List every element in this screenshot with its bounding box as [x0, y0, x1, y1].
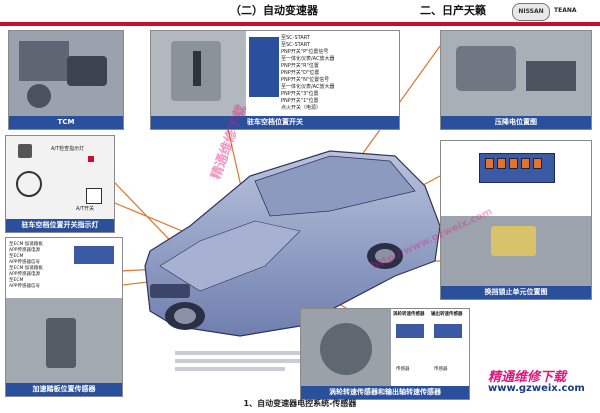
legend-item: 至ECM — [9, 278, 24, 283]
legend-item: 至ECM — [9, 254, 24, 259]
connector-pin — [497, 158, 506, 169]
tcm-engine-photo — [9, 31, 123, 118]
accel-sensor-panel: 至ECM 加速踏板 APP传感器电源 至ECM APP传感器信号 至ECM 加速… — [5, 237, 123, 397]
watermark-cn: 精通维修下载 — [488, 370, 567, 385]
lockup-unit-photo — [441, 216, 591, 288]
figure-caption: 1、自动变速器电控系统-传感器 — [243, 399, 357, 408]
wire-label: 点火开关（电源） — [281, 105, 322, 111]
right-title: 二、日产天籁 — [420, 4, 486, 17]
turbine-connector — [396, 324, 424, 338]
accel-connector — [74, 246, 114, 264]
nissan-logo-icon: NISSAN — [512, 3, 550, 21]
header-bar — [0, 0, 600, 22]
switch-wire-list: 至SC-START 至SC-START PNP开关"P"位置信号 至一体化仪表/… — [281, 35, 335, 112]
transmission-photo — [301, 309, 391, 388]
indicator-lamp-panel: A/T检查指示灯 A/T开关 驻车空档位置开关指示灯 — [5, 135, 115, 233]
indicator-lamp-label: 驻车空档位置开关指示灯 — [6, 219, 114, 232]
park-switch-panel: 至SC-START 至SC-START PNP开关"P"位置信号 至一体化仪表/… — [150, 30, 400, 130]
connector-pin — [521, 158, 530, 169]
sensor-sub-label: 传感器 — [396, 367, 410, 372]
vehicle-diagram — [69, 45, 441, 371]
wire-label: PNP开关"N"位置信号 — [281, 77, 330, 83]
connector-pin — [533, 158, 542, 169]
floor-stripes — [175, 351, 355, 371]
shifter-photo — [151, 31, 246, 118]
legend-item: APP传感器信号 — [9, 284, 41, 289]
start-line-2: 至SC-START — [281, 42, 310, 48]
legend-item: 至ECM 加速踏板 — [9, 266, 43, 271]
at-switch-icon — [86, 188, 102, 204]
watermark-url: www.gzweix.com — [488, 383, 585, 394]
left-title: （二）自动变速器 — [230, 4, 318, 17]
car-body — [144, 150, 441, 337]
accel-legend: 至ECM 加速踏板 APP传感器电源 至ECM APP传感器信号 至ECM 加速… — [9, 242, 43, 290]
legend-item: APP传感器电源 — [9, 272, 41, 277]
lockup-unit-panel: 换挡锁止单元位置图 — [440, 140, 592, 300]
output-connector — [434, 324, 462, 338]
lockup-unit-label: 换挡锁止单元位置图 — [441, 286, 591, 299]
connector-pin — [509, 158, 518, 169]
lockup-connector-diagram — [441, 141, 591, 216]
switch-connector — [249, 37, 279, 97]
tcm-label: TCM — [9, 116, 123, 129]
wire-label: PNP开关"P"位置信号 — [281, 49, 329, 55]
model-name: TEANA — [554, 7, 577, 14]
pedal-photo — [6, 298, 122, 385]
turbine-title: 涡轮转速传感器 — [393, 312, 425, 317]
at-switch-label: A/T开关 — [76, 206, 95, 212]
accel-sensor-label: 加速踏板位置传感器 — [6, 383, 122, 396]
header-accent-stripe — [0, 22, 600, 26]
wire-label: 至一体化仪表/AC放大器 — [281, 56, 335, 62]
shift-indicator-icon — [18, 144, 32, 158]
turbine-sensor-panel: 涡轮转速传感器 输出转速传感器 传感器 传感器 涡轮转速传感器和输出轴转速传感器 — [300, 308, 470, 400]
tcm-panel: TCM — [8, 30, 124, 130]
park-switch-label: 驻车空档位置开关 — [151, 116, 399, 129]
wire-label: PNP开关"1"位置 — [281, 98, 319, 104]
turbine-sensor-label: 涡轮转速传感器和输出轴转速传感器 — [301, 386, 469, 399]
wire-label: PNP开关"3"位置 — [281, 91, 319, 97]
connector-pin — [485, 158, 494, 169]
pressure-switch-panel: 压降电位置图 — [440, 30, 592, 130]
legend-item: 至ECM 加速踏板 — [9, 242, 43, 247]
output-title: 输出转速传感器 — [431, 312, 463, 317]
legend-item: APP传感器电源 — [9, 248, 41, 253]
sensor-sub-label: 传感器 — [434, 367, 448, 372]
pressure-switch-label: 压降电位置图 — [441, 116, 591, 129]
pressure-switch-photo — [441, 31, 591, 118]
wire-label: PNP开关"D"位置 — [281, 70, 320, 76]
indicator-lamp-icon — [88, 156, 94, 162]
start-line-1: 至SC-START — [281, 35, 310, 41]
legend-item: APP传感器信号 — [9, 260, 41, 265]
wire-label: PNP开关"R"位置 — [281, 63, 319, 69]
wire-label: 至一体化仪表/AC放大器 — [281, 84, 335, 90]
indicator-sub-label: A/T检查指示灯 — [51, 146, 85, 152]
gauge-icon — [16, 171, 42, 197]
